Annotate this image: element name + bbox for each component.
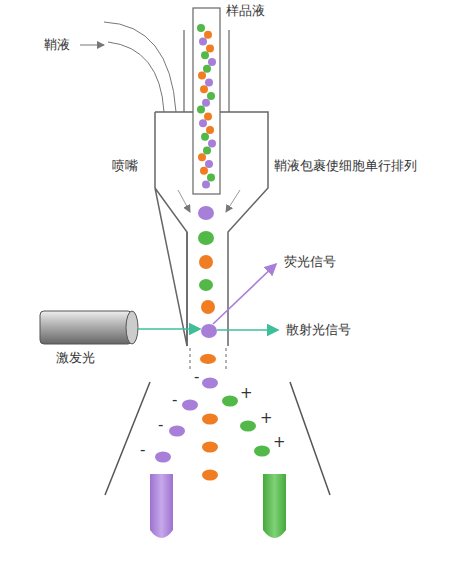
sheath-label: 鞘液 (44, 37, 70, 53)
charge-sign: + (260, 409, 273, 427)
cell-dot (207, 92, 215, 100)
sample-label: 样品液 (226, 3, 265, 19)
signal-label: 散射光信号 (286, 322, 351, 338)
cell-dot (201, 51, 209, 59)
nozzle (155, 112, 268, 346)
fluorescence-arrow (213, 264, 276, 324)
cell-dot (200, 85, 208, 93)
cell-dot (207, 174, 215, 182)
sample-cells (197, 24, 216, 188)
charge-sign: - (194, 368, 199, 386)
collection-tube (150, 474, 173, 538)
charge-sign: - (158, 416, 163, 434)
note-label: 鞘液包裹使细胞单行排列 (274, 158, 417, 174)
laser (40, 311, 132, 344)
cell-dot (199, 38, 207, 46)
cell-dot (204, 31, 212, 39)
cell-dot (206, 44, 214, 52)
charge-sign: + (240, 384, 253, 402)
droplets (155, 378, 270, 481)
sheath-line (108, 42, 164, 112)
laser-label: 激发光 (56, 350, 95, 366)
cell-dot (202, 180, 210, 188)
deflection-plate (290, 382, 330, 495)
signal-label: 荧光信号 (284, 254, 336, 270)
charge-sign: + (273, 433, 286, 451)
sheath-arrow (80, 45, 104, 46)
cell-dot (198, 153, 206, 161)
cell-dot (205, 160, 213, 168)
cells (198, 206, 216, 364)
cell-dot (197, 24, 205, 32)
sample-tube (193, 8, 220, 194)
nozzle-label: 喷嘴 (112, 158, 138, 174)
cell-dot (206, 126, 214, 134)
cell-dot (205, 78, 213, 86)
cell-dot (208, 140, 216, 148)
cell-dot (203, 146, 211, 154)
cell-dot (202, 99, 210, 107)
cell-dot (197, 106, 205, 114)
cell-dot (208, 58, 216, 66)
scatter-arrow (217, 329, 278, 331)
cell-dot (200, 167, 208, 175)
cell-dot (204, 112, 212, 120)
cell-dot (198, 72, 206, 80)
sheath-line (104, 22, 176, 112)
cell-dot (199, 119, 207, 127)
collection-tube (263, 474, 286, 538)
charge-sign: - (140, 441, 145, 459)
deflection-plate (105, 382, 150, 495)
cell-dot (201, 133, 209, 141)
charge-sign: - (172, 391, 177, 409)
cell-dot (203, 65, 211, 73)
